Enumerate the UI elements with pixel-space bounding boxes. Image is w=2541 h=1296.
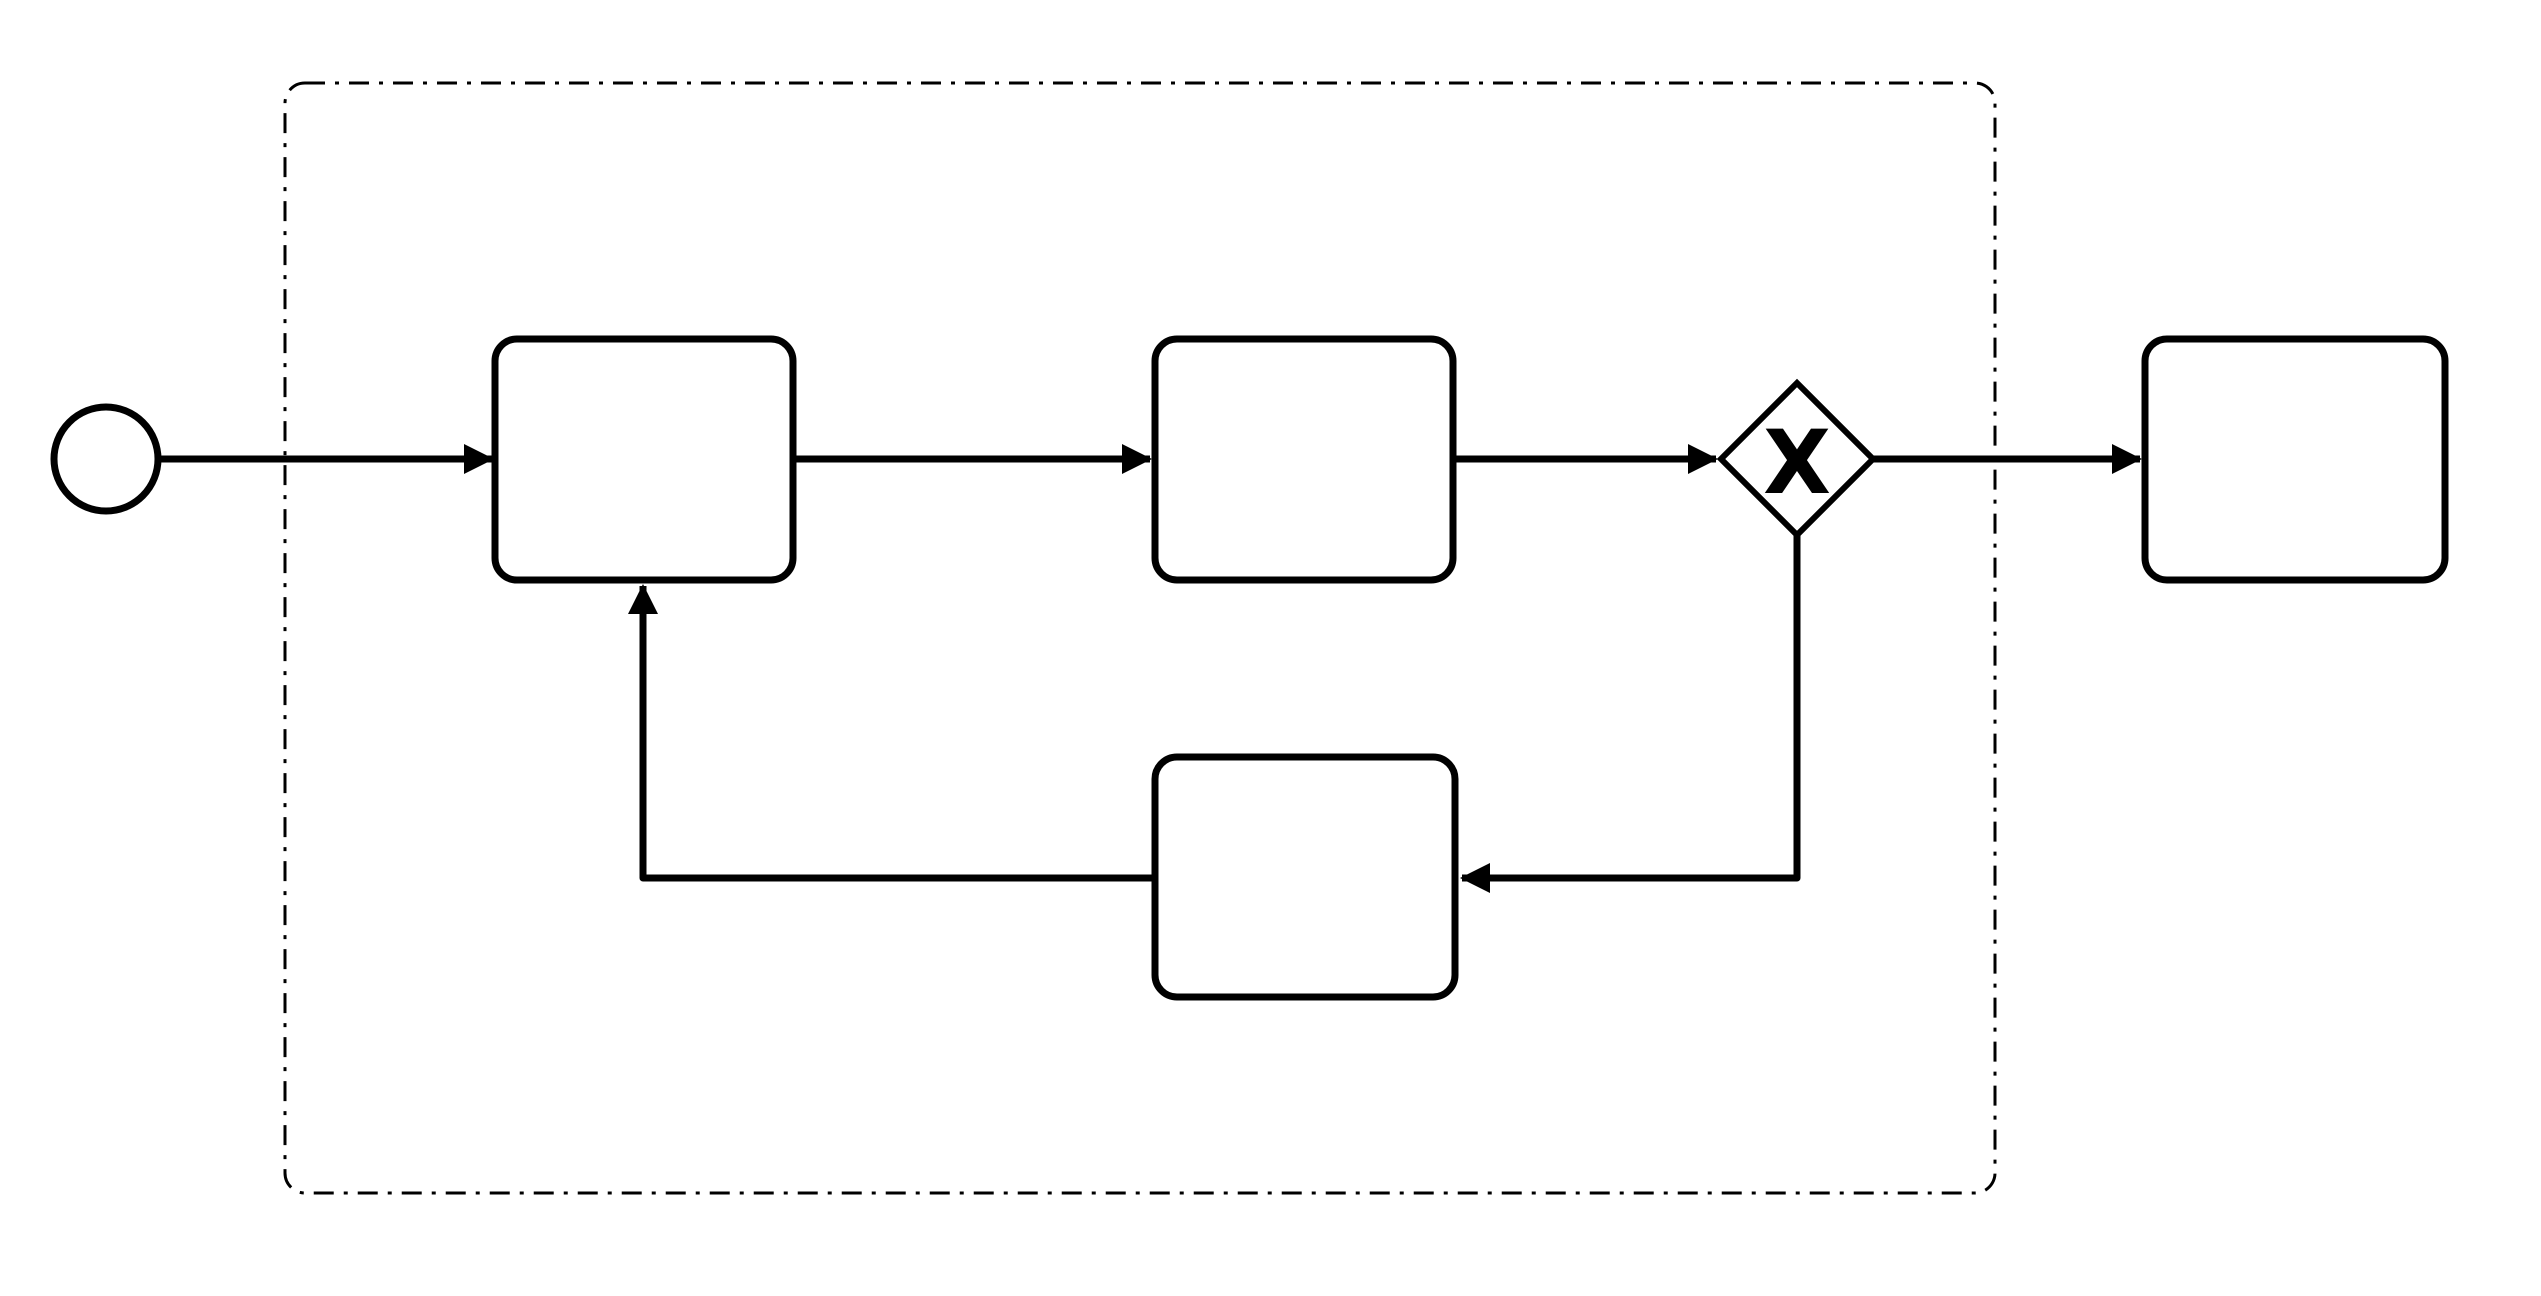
flow-task-loop-to-task1 xyxy=(628,584,1155,882)
gateway-x-icon: X xyxy=(1763,411,1831,514)
task-loop xyxy=(1151,753,1459,1001)
task-1 xyxy=(491,335,797,584)
task-2 xyxy=(1151,335,1457,584)
group-boundary xyxy=(283,81,1997,1195)
flow-gateway-to-task-loop xyxy=(1460,535,1801,893)
exclusive-gateway xyxy=(1716,378,1878,540)
task-outside xyxy=(2141,335,2449,584)
start-event xyxy=(50,403,162,515)
